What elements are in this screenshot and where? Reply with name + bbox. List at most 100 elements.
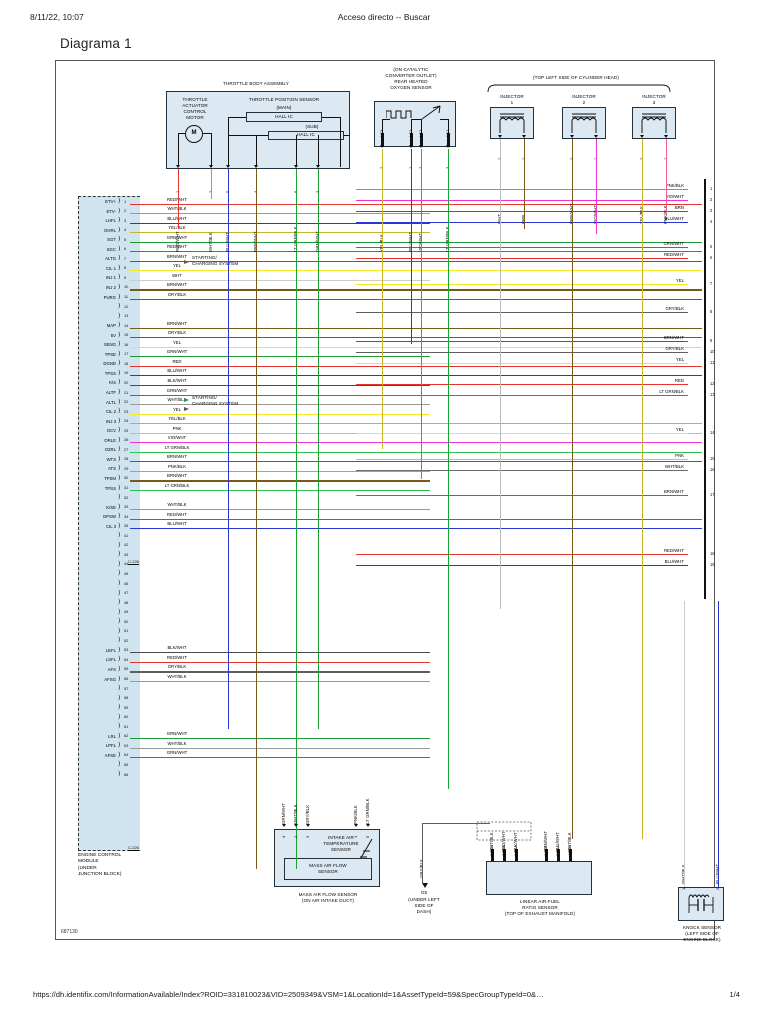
print-header: 8/11/22, 10:07 Acceso directo -- Buscar — [0, 12, 768, 26]
terminal-arrow — [663, 135, 668, 138]
ecm-pin-wire-label: YEL — [172, 339, 182, 345]
ecm-pin-bracket: ) — [118, 579, 121, 586]
ecm-pin-bracket: ) — [118, 617, 121, 625]
vertical-wire — [411, 149, 413, 344]
ecm-pin-function: LSFL — [105, 657, 116, 663]
ecm-pin-bracket: ) — [118, 626, 121, 634]
ecm-pin-function: TPSS — [104, 370, 116, 376]
injector-3-number: 3 — [652, 100, 656, 105]
ecm-pin-number: 55 — [124, 666, 129, 672]
nca-label: NCA — [380, 129, 384, 137]
ecm-pin-wire — [130, 356, 430, 358]
sensor-terminal — [515, 849, 518, 861]
terminal-arrow — [408, 145, 413, 148]
ecm-pin-bracket: ) — [118, 731, 121, 739]
ecm-pin-function: TPSM — [104, 475, 116, 481]
ecm-pin-function: WTS — [106, 456, 116, 462]
wire-color-label: WHT/BLK — [489, 832, 494, 852]
ecm-pin-bracket: ) — [118, 741, 121, 749]
right-terminal-number: 17 — [710, 492, 715, 497]
ecm-pin-number: 50 — [124, 618, 129, 624]
right-terminal-wire-label: BRN — [674, 205, 684, 210]
ecm-pin-bracket: ) — [118, 750, 121, 758]
maf-sensor-label: MASS AIR FLOW SENSOR — [309, 863, 347, 874]
ecm-pin-wire-label: GRY/BLK — [167, 292, 187, 297]
hall-ic-main-box — [246, 112, 322, 122]
injector-3-label: INJECTOR — [642, 94, 666, 99]
terminal-arrow — [521, 135, 526, 138]
ecm-pin-bracket: ) — [118, 359, 121, 367]
right-terminal-wire-label: GRY/BLK — [665, 346, 684, 351]
ecm-pin-wire-label: VIO/WHT — [167, 435, 187, 441]
ecm-pin-bracket: ) — [118, 282, 121, 290]
ecm-pin-wire — [130, 652, 430, 654]
ecm-pin-wire-label: RED/WHT — [166, 196, 188, 202]
nca-label: NCA — [409, 129, 413, 137]
o2-element-symbol — [421, 105, 441, 120]
vertical-wire — [718, 601, 720, 887]
ecm-pin-bracket: ) — [118, 684, 121, 692]
vertical-wire — [596, 139, 598, 234]
ecm-pin-function: CIL 2 — [105, 409, 116, 415]
vertical-wire — [572, 139, 574, 839]
ecm-pin-function: ETV- — [106, 208, 116, 214]
right-terminal-number: 15 — [710, 456, 715, 461]
wire-color-label: RED/WHT — [175, 231, 180, 252]
ecm-pin-function: K/S — [109, 380, 116, 386]
right-terminal-number: 4 — [710, 219, 713, 224]
ecm-pin-wire — [130, 757, 430, 759]
ecm-pin-wire-label: BRN/WHT — [166, 473, 188, 479]
ecm-connector-tag-top: C-226 — [128, 559, 139, 564]
ecm-pin-wire — [130, 365, 702, 367]
right-terminal-wire-label: PNK/BLK — [665, 183, 684, 188]
ecm-pin-wire — [130, 270, 702, 272]
ecm-pin-bracket: ) — [118, 225, 121, 233]
ecm-pin-wire — [130, 289, 702, 291]
ecm-pin-function: SGT — [107, 237, 116, 243]
ecm-pin-function: DGND — [103, 361, 116, 367]
ecm-pin-number: 26 — [124, 437, 129, 443]
vertical-wire — [642, 139, 644, 839]
hall-ic-sub-label: HALL IC — [297, 132, 315, 137]
sensor-terminal — [491, 849, 494, 861]
ecm-pin-number: 35 — [124, 523, 129, 529]
ecm-pin-number: 28 — [124, 456, 129, 462]
ecm-pin-bracket: ) — [118, 244, 121, 252]
ecm-pin-number: 13 — [124, 313, 129, 319]
right-terminal-wire-label: YEL — [675, 357, 684, 362]
page-indicator: 1/4 — [729, 990, 740, 999]
ecm-pin-bracket: ) — [118, 349, 121, 357]
o2-h2 — [411, 119, 421, 121]
ecm-pin-wire-label: RED — [172, 358, 182, 364]
ecm-pin-function: SENG — [103, 342, 116, 348]
ecm-pin-function: MAP — [106, 323, 116, 329]
ecm-pin-number: 62 — [124, 733, 129, 739]
ecm-pin-bracket: ) — [118, 330, 121, 338]
ecm-pin-function: LRL — [108, 733, 116, 739]
ecm-pin-wire — [130, 279, 430, 281]
vertical-wire — [256, 169, 258, 869]
injector-2-number: 2 — [582, 100, 586, 105]
wiring-diagram: THROTTLE BODY ASSEMBLY THROTTLE ACTUATOR… — [56, 61, 724, 942]
ecm-pin-number: 48 — [124, 599, 129, 605]
terminal-arrow — [379, 145, 384, 148]
right-terminal-wire — [356, 200, 688, 202]
vertical-wire — [666, 139, 668, 214]
o2-v4 — [448, 119, 450, 145]
right-terminal-wire — [356, 211, 688, 213]
ecm-pin-number: 19 — [124, 370, 129, 376]
ecm-pin-wire-label: BLK/WHT — [167, 377, 187, 383]
starting-charging-label-1: STARTING/ CHARGING SYSTEM — [192, 255, 238, 266]
ecm-pin-number: 41 — [124, 532, 129, 538]
ecm-pin-bracket: ) — [118, 473, 121, 481]
ecm-pin-function: 5V — [110, 332, 116, 338]
ecm-pin-bracket: ) — [118, 235, 121, 243]
ecm-pin-bracket: ) — [118, 426, 121, 434]
ecm-pin-number: 8 — [124, 265, 127, 271]
starting-charging-arrow-1 — [184, 260, 189, 264]
starting-charging-arrow-2 — [184, 398, 189, 402]
ecm-pin-bracket: ) — [118, 569, 121, 577]
ecm-pin-function: CIL 3 — [105, 523, 116, 529]
component-pin-number: 4 — [281, 835, 286, 838]
right-terminal-wire — [356, 222, 688, 224]
